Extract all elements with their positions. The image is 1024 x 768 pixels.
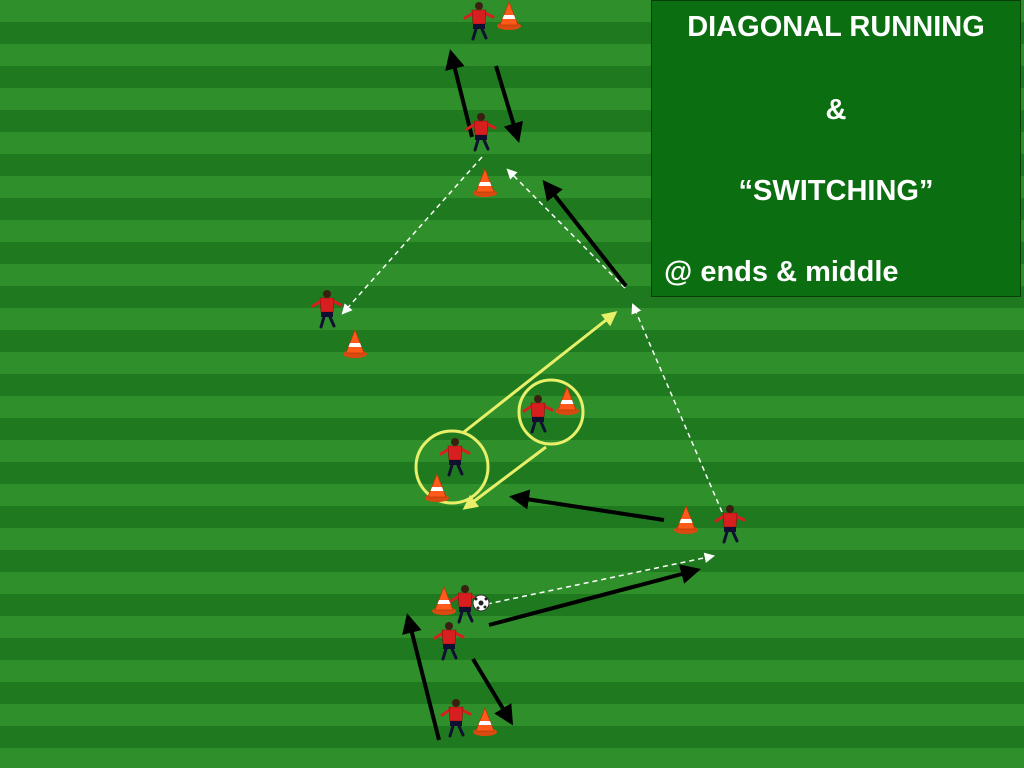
- title-line-1: DIAGONAL RUNNING: [652, 11, 1020, 44]
- cone-icon: [343, 330, 367, 358]
- player-icon: [441, 438, 469, 475]
- player-icon: [313, 290, 341, 327]
- cone-icon: [473, 169, 497, 197]
- cone-icon: [497, 2, 521, 30]
- cone-icon: [425, 474, 449, 502]
- ball-icon: [473, 595, 489, 611]
- run-arrow-diagonal: [545, 183, 626, 286]
- run-arrow-bottom-down: [473, 659, 511, 722]
- cones: [343, 2, 698, 736]
- run-arrow-bottom-right: [489, 570, 697, 625]
- title-line-3: “SWITCHING”: [652, 175, 1020, 208]
- run-arrow-top-down: [496, 66, 518, 139]
- run-arrow-middle-left: [513, 497, 664, 520]
- player-icon: [442, 699, 470, 736]
- pass-line-top-left: [343, 157, 482, 313]
- pass-line-lower-right-up: [633, 305, 722, 512]
- title-line-4: @ ends & middle: [652, 256, 1020, 289]
- cone-icon: [674, 506, 698, 534]
- player-icon: [435, 622, 463, 659]
- title-box: DIAGONAL RUNNING & “SWITCHING” @ ends & …: [651, 0, 1021, 297]
- cone-icon: [473, 708, 497, 736]
- player-icon: [465, 2, 493, 39]
- run-arrow-top-up: [451, 53, 472, 137]
- pass-line-right-to-top: [508, 170, 625, 288]
- player-icon: [524, 395, 552, 432]
- player-icon: [716, 505, 744, 542]
- title-line-2: &: [652, 94, 1020, 127]
- switching-highlight: [416, 313, 615, 508]
- run-arrow-bottom-up: [408, 617, 439, 740]
